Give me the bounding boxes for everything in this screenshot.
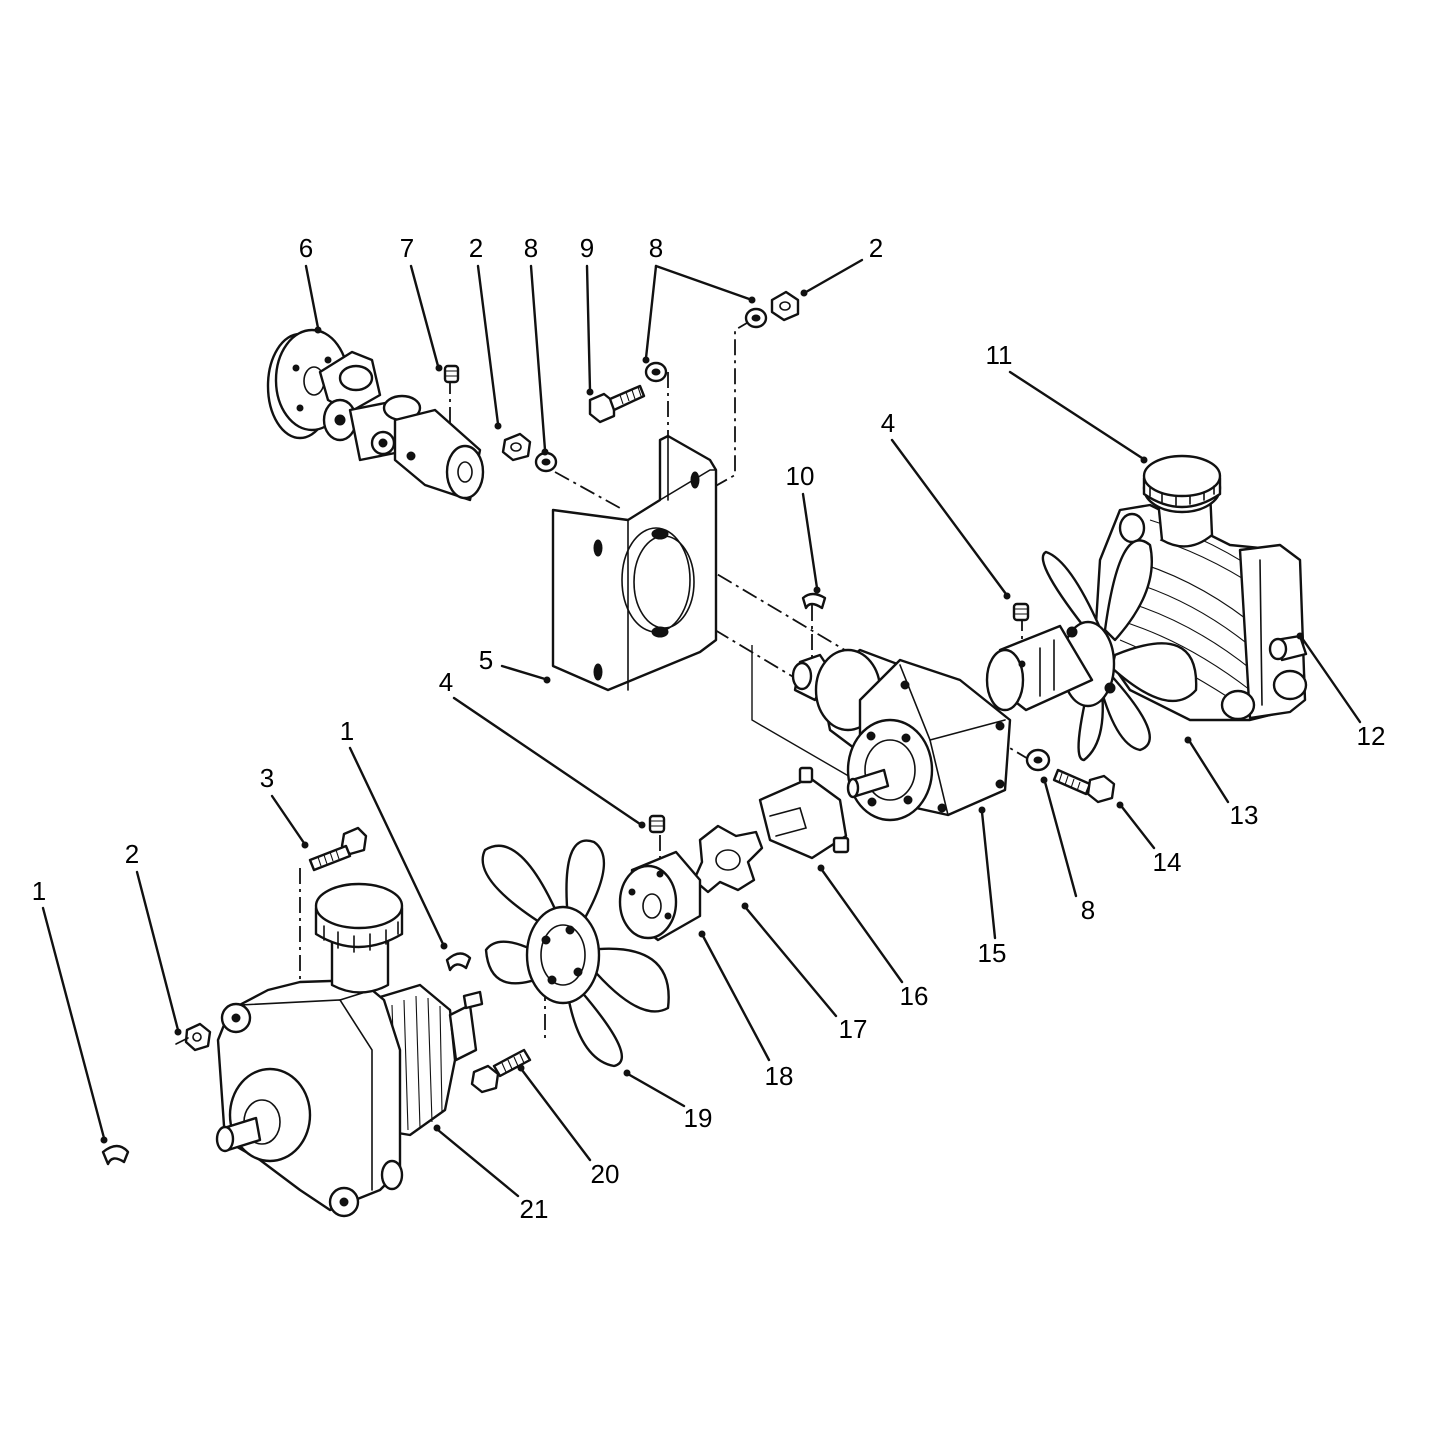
washer-8-right [1025, 748, 1051, 772]
part-21-motor-left [215, 978, 484, 1218]
part-7-set-screw [443, 364, 460, 384]
callout-label: 3 [260, 763, 274, 793]
callout-label: 16 [900, 981, 929, 1011]
callout-label: 21 [520, 1194, 549, 1224]
bolt-14 [1052, 768, 1116, 804]
callout-label: 5 [479, 645, 493, 675]
callout-label: 18 [765, 1061, 794, 1091]
part-18-coupling-hub [618, 850, 702, 942]
part-15-gearbox [791, 648, 1012, 822]
bolt-9 [588, 384, 646, 424]
callout-label: 19 [684, 1103, 713, 1133]
washer-8-top-center [644, 361, 668, 383]
callout-label: 4 [439, 667, 453, 697]
callout-label: 8 [1081, 895, 1095, 925]
callout-label: 6 [299, 233, 313, 263]
fan-right [1041, 539, 1198, 762]
callout-label: 2 [125, 839, 139, 869]
part-17-spider-insert [692, 824, 764, 894]
callout-label: 14 [1153, 847, 1182, 877]
callout-label: 10 [786, 461, 815, 491]
callout-label: 17 [839, 1014, 868, 1044]
callout-label: 7 [400, 233, 414, 263]
oil-filler-cap-left [314, 882, 404, 994]
callout-label: 2 [869, 233, 883, 263]
washer-8-top-left [534, 451, 558, 473]
part-16-coupling-half [758, 766, 850, 860]
set-screw-4-right [1012, 602, 1030, 622]
nut-2-left [175, 1022, 212, 1052]
key-10 [801, 592, 827, 610]
callout-label: 2 [469, 233, 483, 263]
part-11-oil-filler-cap [1142, 454, 1222, 548]
callout-label: 1 [340, 716, 354, 746]
callout-label: 11 [986, 340, 1013, 370]
callout-label: 15 [978, 938, 1007, 968]
callout-label: 13 [1230, 800, 1259, 830]
set-screw-4-center [648, 814, 666, 834]
callout-label: 20 [591, 1159, 620, 1189]
leader-lines [41, 258, 1362, 1198]
key-1-left [101, 1144, 130, 1166]
key-1-center [445, 952, 472, 972]
part-19-fan [481, 839, 670, 1068]
callout-label: 12 [1357, 721, 1386, 751]
callout-label: 9 [580, 233, 594, 263]
bolt-20 [470, 1048, 532, 1094]
callout-label: 8 [649, 233, 663, 263]
callout-label: 8 [524, 233, 538, 263]
callout-label: 4 [881, 408, 895, 438]
washer-8-top-right [744, 307, 768, 329]
nut-2-top-left [501, 432, 532, 462]
part-5-mounting-bracket [551, 434, 718, 692]
coupling-hub-right [985, 624, 1094, 712]
callout-label: 1 [32, 876, 46, 906]
part-6-universal-joint [266, 328, 485, 502]
nut-2-top-right [770, 290, 800, 322]
bolt-3 [308, 826, 368, 872]
